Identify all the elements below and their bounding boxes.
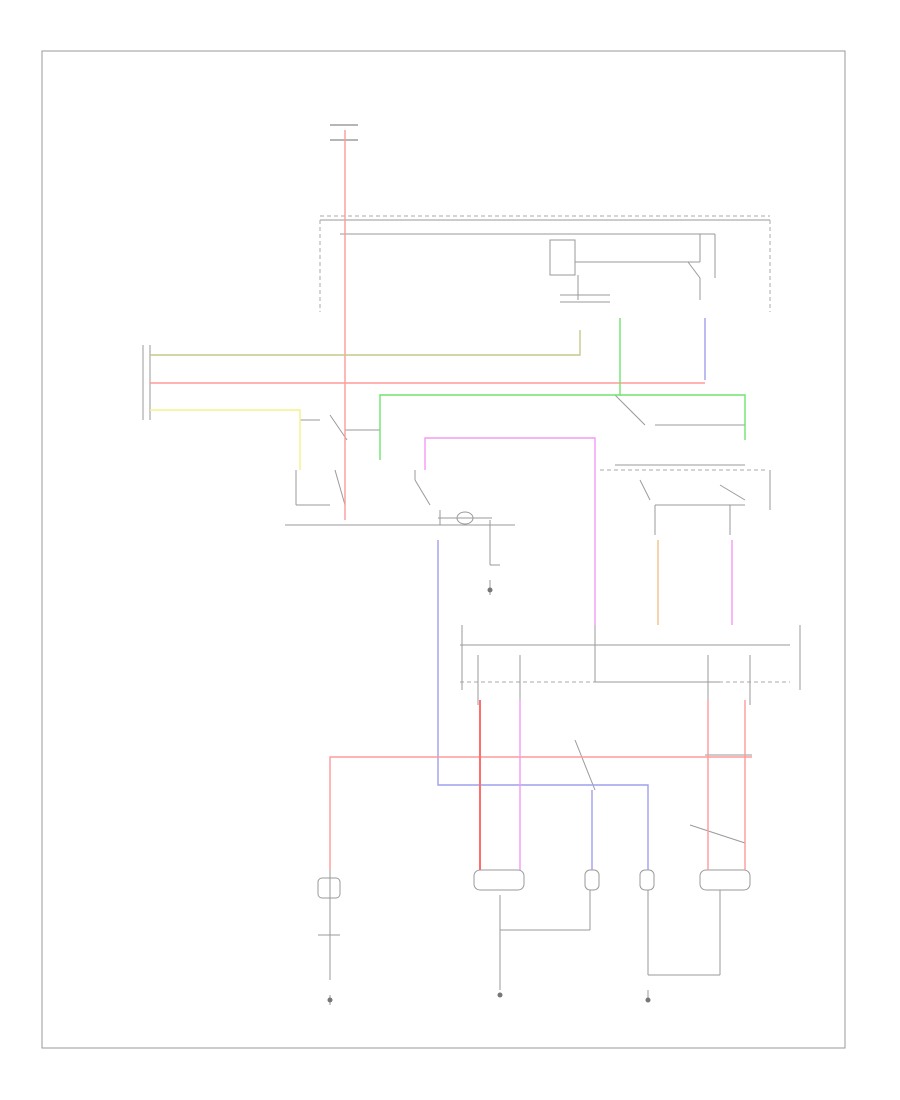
wire-yellow — [150, 409, 301, 470]
wire-blue-trunk — [437, 540, 649, 870]
wire-green-right — [620, 394, 746, 440]
wire-runs — [150, 130, 752, 870]
wire-olive — [150, 330, 581, 356]
ground-symbols — [327, 587, 651, 1003]
component-outlines — [142, 124, 801, 1005]
wire-red-lower-bus — [329, 756, 752, 870]
wire-green — [379, 318, 621, 460]
wire-pink-main — [424, 437, 596, 625]
diagram-frame — [41, 50, 846, 1049]
